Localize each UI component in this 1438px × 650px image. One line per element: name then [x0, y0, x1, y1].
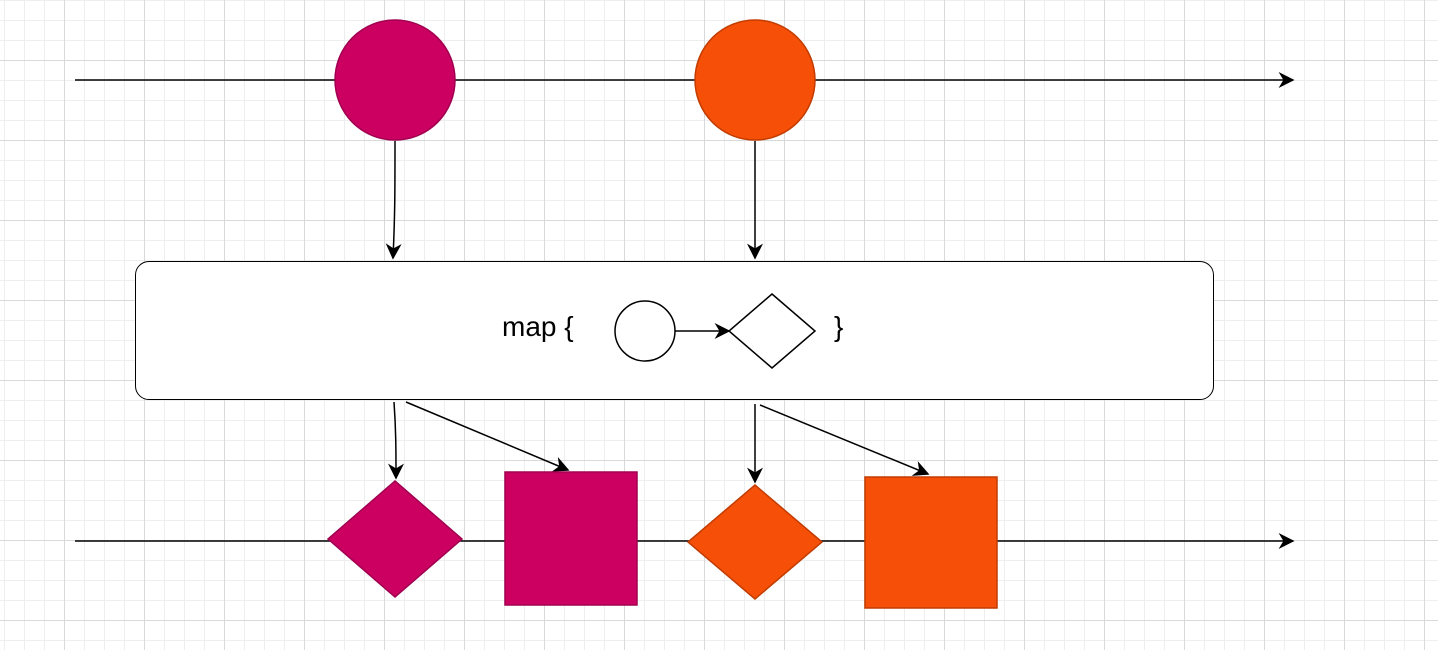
input-arrow-crimson: [385, 140, 402, 260]
operator-label: map {: [502, 311, 574, 342]
output-crimson-square: [504, 471, 638, 606]
input-marble-orange-circle: [694, 19, 816, 141]
output-crimson-diamond: [326, 480, 464, 598]
output-orange-diamond: [686, 484, 824, 600]
output-orange-square: [864, 476, 998, 609]
output-arrow-orange-square: [759, 404, 930, 476]
operator-closing-brace: }: [834, 311, 844, 342]
output-arrow-crimson-square: [405, 401, 570, 472]
output-arrow-crimson-diamond: [387, 401, 404, 480]
input-marble-crimson-circle: [334, 19, 456, 141]
map-operator-box: [135, 261, 1214, 400]
